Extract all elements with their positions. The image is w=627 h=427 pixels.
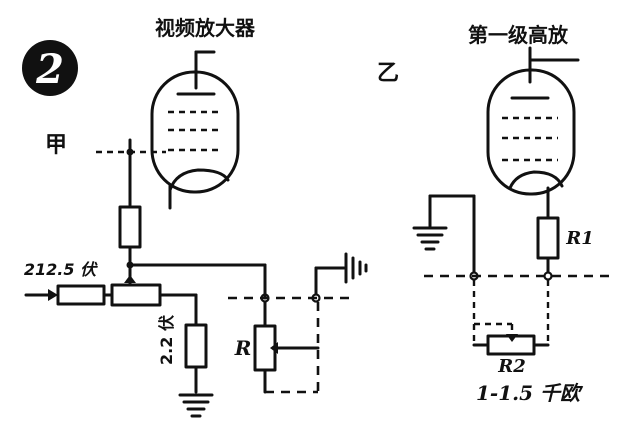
right-vacuum-tube	[486, 46, 580, 196]
left-vacuum-tube	[150, 50, 240, 210]
right-r2-label: R2	[497, 356, 525, 377]
figure-number-badge: 2	[22, 40, 78, 96]
right-side-label: 乙	[377, 61, 399, 86]
right-resistor-r2: R2 1-1.5 千欧	[472, 280, 584, 405]
right-r1-label: R1	[565, 228, 593, 249]
left-ground-symbol	[178, 393, 214, 418]
left-grid-resistor	[118, 205, 142, 249]
left-tube-label: 视频放大器	[155, 16, 256, 40]
figure-number: 2	[35, 46, 64, 93]
left-input-resistor: 212.5 伏	[24, 260, 198, 307]
right-range-label: 1-1.5 千欧	[476, 381, 584, 405]
left-cathode-resistor-label: 2.2 伏	[157, 315, 176, 365]
left-grid-wire	[96, 138, 166, 207]
left-plate-resistor-label: 212.5 伏	[24, 260, 98, 279]
right-tube-label: 第一级高放	[468, 23, 569, 47]
left-cathode-resistor: 2.2 伏	[157, 293, 208, 394]
left-potentiometer: R	[228, 293, 350, 394]
left-top-ground-symbol	[314, 252, 368, 296]
left-side-label: 甲	[45, 133, 67, 158]
right-ground-symbol	[412, 226, 448, 251]
right-grid-wire	[428, 194, 476, 274]
left-pot-label: R	[234, 336, 252, 360]
right-resistor-r1: R1	[536, 186, 594, 274]
